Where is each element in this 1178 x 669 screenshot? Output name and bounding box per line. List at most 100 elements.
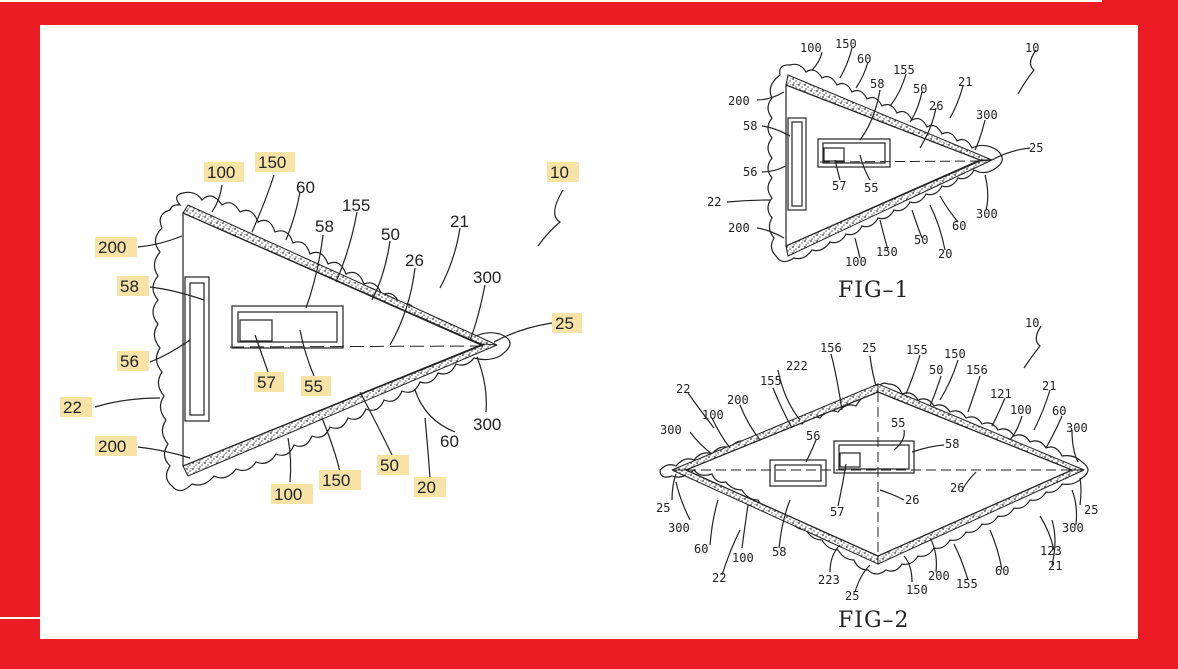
ref-label: 222	[786, 359, 808, 373]
ref-label: 200	[928, 569, 950, 583]
ref-label: 25	[1029, 141, 1043, 155]
module-chip	[239, 319, 273, 342]
ref-label: 300	[473, 268, 501, 287]
outer-wavy-outline	[152, 191, 511, 492]
ref-label: 300	[473, 415, 501, 434]
ref-label: 155	[760, 374, 782, 388]
ref-label: 100	[800, 41, 822, 55]
ref-label: 25	[862, 341, 876, 355]
ref-label: 300	[1062, 521, 1084, 535]
ref-label: 22	[707, 195, 721, 209]
ref-label: 20	[417, 478, 436, 497]
ref-label: 100	[702, 408, 724, 422]
ref-label: 26	[905, 493, 919, 507]
ref-label: 50	[914, 233, 928, 247]
ref-label: 223	[818, 573, 840, 587]
ref-label: 60	[694, 542, 708, 556]
ref-label: 22	[63, 398, 82, 417]
ref-label: 300	[1066, 421, 1088, 435]
patent-drawing-panel	[40, 25, 1138, 639]
fig1-foam-lower	[785, 159, 993, 257]
ref-label: 200	[728, 94, 750, 108]
side-panel-outer	[184, 276, 210, 422]
frame-left-rule	[0, 617, 40, 619]
ref-label: 25	[845, 589, 859, 603]
ref-label: 57	[832, 179, 846, 193]
fig2-leaders	[671, 325, 1082, 593]
fig2-caption: FIG–2	[838, 608, 910, 633]
fig1-module-inner	[822, 142, 886, 164]
ref-label: 155	[893, 63, 915, 77]
ref-label: 56	[806, 429, 820, 443]
ref-label: 57	[257, 373, 276, 392]
foam-band-lower	[182, 343, 498, 477]
ref-label: 20	[938, 247, 952, 261]
fig1-labels: 100 150 60 155 58 50 26 21 300 10 200 58…	[707, 37, 1043, 303]
ref-label: 25	[656, 501, 670, 515]
fig1-module-outer	[817, 138, 891, 168]
fig2-diamond-figure	[659, 382, 1089, 575]
ref-label: 58	[772, 545, 786, 559]
ref-label: 100	[845, 255, 867, 269]
ref-label: 121	[990, 387, 1012, 401]
ref-label: 300	[660, 423, 682, 437]
ref-label: 26	[929, 99, 943, 113]
ref-label: 200	[98, 238, 126, 257]
fig1-inner-triangle	[785, 84, 982, 247]
inner-triangle	[182, 212, 485, 467]
fig2-foam-upper-left	[671, 383, 879, 471]
fig1-centerline	[819, 160, 981, 163]
ref-label: 155	[956, 577, 978, 591]
ref-label: 55	[304, 377, 323, 396]
ref-label: 21	[1048, 559, 1062, 573]
ref-label: 155	[906, 343, 928, 357]
ref-label: 58	[315, 217, 334, 236]
ref-label: 60	[296, 178, 315, 197]
ref-label: 300	[976, 207, 998, 221]
ref-label: 25	[1084, 503, 1098, 517]
fig1-side-panel-outer	[787, 117, 807, 211]
fig2-module-outer	[833, 440, 915, 474]
ref-label: 55	[891, 416, 905, 430]
ref-label: 60	[440, 432, 459, 451]
fig2-module-chip	[839, 452, 861, 468]
fig1-outer-wavy-outline	[767, 63, 1003, 263]
ref-label: 150	[835, 37, 857, 51]
ref-label: 300	[668, 521, 690, 535]
ref-label: 155	[342, 196, 370, 215]
ref-label: 123	[1040, 544, 1062, 558]
large-triangle-figure	[152, 191, 511, 492]
ref-label: 50	[380, 456, 399, 475]
ref-label: 26	[405, 251, 424, 270]
ref-label: 10	[1025, 316, 1039, 330]
fig1-leaders	[726, 47, 1037, 259]
ref-label: 10	[1025, 41, 1039, 55]
ref-label: 150	[906, 583, 928, 597]
frame-top-rule	[0, 0, 1102, 2]
ref-label: 22	[676, 382, 690, 396]
fig1-module-chip	[823, 147, 845, 162]
side-panel-inner	[189, 282, 205, 416]
ref-label: 200	[728, 221, 750, 235]
ref-label: 22	[712, 571, 726, 585]
ref-label: 50	[381, 225, 400, 244]
fig2-module-inner	[838, 444, 910, 470]
ref-label: 58	[743, 119, 757, 133]
fig2-inner-diamond	[684, 391, 1074, 557]
ref-label: 60	[952, 219, 966, 233]
ref-label: 300	[976, 108, 998, 122]
ref-label: 50	[929, 363, 943, 377]
ref-label: 100	[1010, 403, 1032, 417]
ref-label: 150	[944, 347, 966, 361]
module-box-outer	[231, 305, 344, 349]
ref-label: 150	[876, 245, 898, 259]
ref-label: 21	[958, 75, 972, 89]
centerline	[229, 345, 484, 348]
large-figure-labels: 100 150 60 155 58 50 26 21 10 200 58 56 …	[60, 152, 582, 504]
ref-label: 156	[966, 363, 988, 377]
fig1-side-panel-inner	[791, 121, 803, 207]
ref-label: 58	[120, 277, 139, 296]
ref-label: 100	[207, 163, 235, 182]
ref-label: 58	[945, 437, 959, 451]
